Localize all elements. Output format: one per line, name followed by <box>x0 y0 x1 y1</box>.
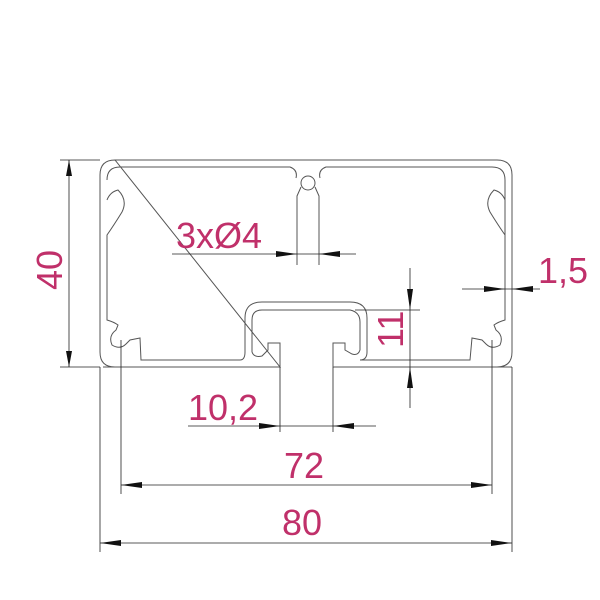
channel-depth-label: 11 <box>370 311 411 348</box>
outer-width-label: 80 <box>282 502 322 543</box>
height-label: 40 <box>29 250 70 290</box>
dimension-lines <box>60 159 540 552</box>
wall-label: 1,5 <box>538 250 588 291</box>
holes-label: 3xØ4 <box>176 215 262 256</box>
slot-width-label: 10,2 <box>188 387 258 428</box>
profile-outline <box>99 159 513 368</box>
inner-width-label: 72 <box>284 445 324 486</box>
